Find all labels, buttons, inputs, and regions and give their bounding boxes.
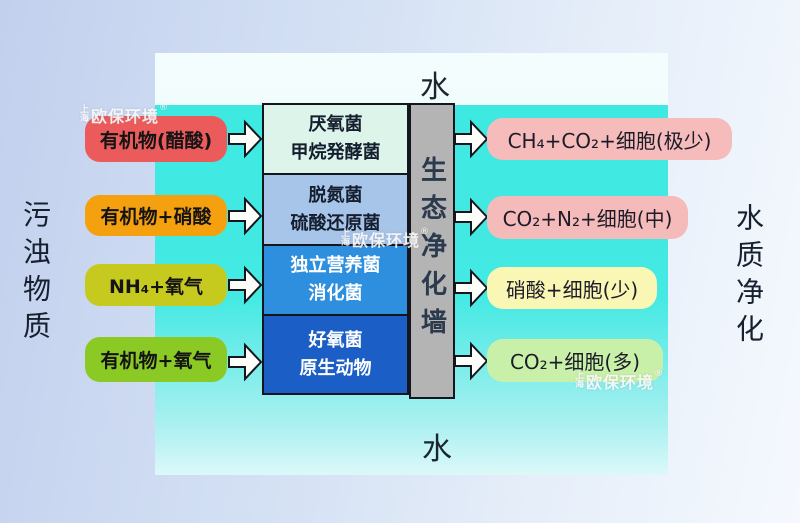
- bacteria-line: 独立营养菌: [290, 255, 381, 277]
- bacteria-line: 硫酸还原菌: [290, 212, 381, 234]
- flow-arrow-icon: [228, 265, 262, 305]
- flow-arrow-icon: [228, 342, 262, 382]
- eco-purification-wall: 生态净化墙: [409, 103, 455, 399]
- polluted-substances-label: 污浊物质: [19, 200, 52, 348]
- bacteria-line: 好氧菌: [308, 329, 363, 351]
- output-box-nitric-cells: 硝酸+细胞(少): [487, 267, 657, 309]
- bacteria-box-aerobic: 好氧菌 原生动物: [262, 314, 409, 395]
- bacteria-box-autotrophic: 独立营养菌 消化菌: [262, 244, 409, 316]
- bacteria-line: 厌氧菌: [308, 114, 363, 136]
- flow-arrow-icon: [454, 268, 488, 308]
- output-box-ch4-co2-cells: CH₄+CO₂+细胞(极少): [487, 118, 732, 160]
- water-label-top: 水: [420, 70, 450, 105]
- bacteria-line: 脱氮菌: [308, 184, 363, 206]
- flow-arrow-icon: [454, 341, 488, 381]
- flow-arrow-icon: [228, 119, 262, 159]
- eco-wall-label: 生态净化墙: [416, 156, 447, 346]
- input-box-nh4-oxygen: NH₄+氧气: [85, 264, 227, 306]
- water-label-bottom: 水: [422, 432, 452, 467]
- bacteria-line: 原生动物: [299, 357, 372, 379]
- bacteria-line: 消化菌: [308, 283, 363, 304]
- input-box-organic-nitric: 有机物+硝酸: [85, 195, 227, 236]
- flow-arrow-icon: [454, 197, 488, 237]
- input-box-organic-acetic: 有机物(醋酸): [85, 116, 227, 162]
- bacteria-box-anaerobic: 厌氧菌 甲烷発酵菌: [262, 103, 409, 175]
- bacteria-line: 甲烷発酵菌: [290, 142, 381, 163]
- output-box-co2-n2-cells: CO₂+N₂+细胞(中): [487, 196, 688, 239]
- flow-arrow-icon: [454, 119, 488, 159]
- flow-arrow-icon: [228, 196, 262, 236]
- output-box-co2-cells: CO₂+细胞(多): [487, 339, 663, 382]
- bacteria-box-denitrifying: 脱氮菌 硫酸还原菌: [262, 173, 409, 246]
- water-purification-label: 水质净化: [732, 203, 765, 351]
- bacteria-column: 厌氧菌 甲烷発酵菌 脱氮菌 硫酸还原菌 独立营养菌 消化菌 好氧菌 原生动物: [262, 103, 409, 395]
- input-box-organic-oxygen: 有机物+氧气: [85, 337, 227, 382]
